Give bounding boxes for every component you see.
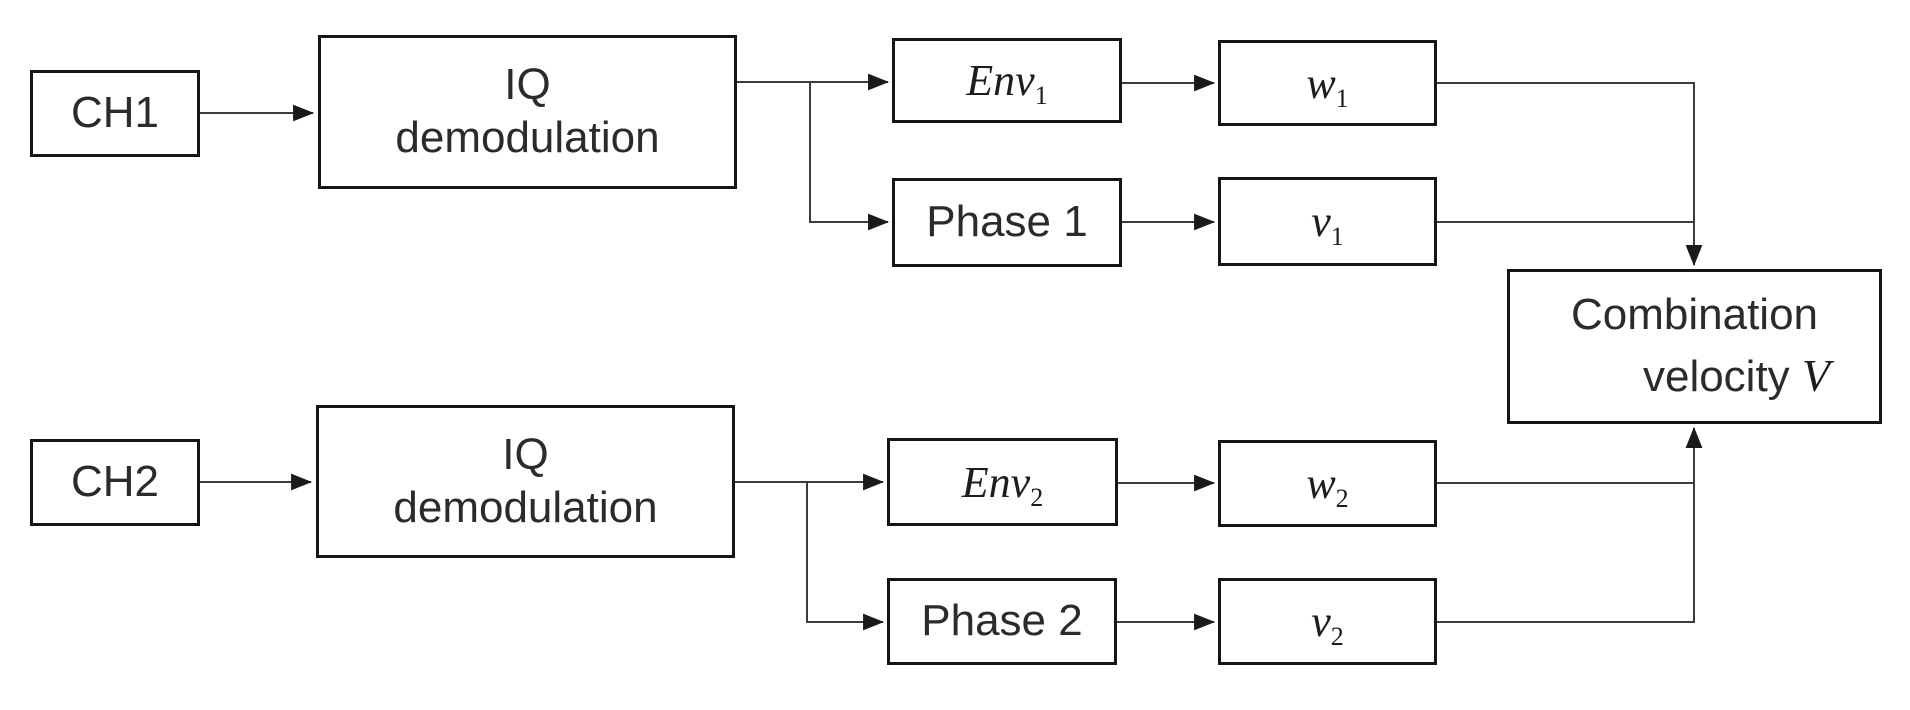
node-ch1-label: CH1 xyxy=(70,88,160,138)
wire-iq2-branch-to-phase2 xyxy=(806,482,885,631)
node-env1-label: Env1 xyxy=(966,56,1048,111)
node-phase2-label: Phase 2 xyxy=(921,596,1083,646)
node-combination-line2: velocity V xyxy=(1642,350,1831,401)
node-iq-demodulation-1: IQ demodulation xyxy=(318,35,737,189)
velocity-variable: V xyxy=(1801,350,1831,401)
node-w2: w2 xyxy=(1218,440,1437,527)
node-w1: w1 xyxy=(1218,40,1437,126)
node-phase1: Phase 1 xyxy=(892,178,1122,267)
node-combination-line1: Combination xyxy=(1570,290,1819,340)
wire-iq1-branch-to-phase1 xyxy=(809,82,890,231)
node-env2: Env2 xyxy=(887,438,1118,526)
node-ch2-label: CH2 xyxy=(70,457,160,507)
node-combination-velocity: Combination velocity V xyxy=(1507,269,1882,424)
node-phase2: Phase 2 xyxy=(887,578,1117,665)
node-phase1-label: Phase 1 xyxy=(926,197,1088,247)
node-w2-label: w2 xyxy=(1306,459,1349,514)
node-iq-demodulation-2: IQ demodulation xyxy=(316,405,735,558)
node-w1-label: w1 xyxy=(1306,58,1349,113)
wire-v2-to-combination xyxy=(1437,426,1703,623)
node-v2: v2 xyxy=(1218,578,1437,665)
node-ch1: CH1 xyxy=(30,70,200,157)
wire-w1-to-combination xyxy=(1437,82,1703,267)
node-v1: v1 xyxy=(1218,177,1437,266)
node-ch2: CH2 xyxy=(30,439,200,526)
node-env1: Env1 xyxy=(892,38,1122,123)
node-iq2-line2: demodulation xyxy=(393,482,658,532)
node-iq2-line1: IQ xyxy=(502,429,549,479)
node-v2-label: v2 xyxy=(1311,597,1344,652)
node-iq1-line1: IQ xyxy=(504,60,551,110)
node-iq1-line2: demodulation xyxy=(395,113,660,162)
node-v1-label: v1 xyxy=(1311,197,1344,252)
node-env2-label: Env2 xyxy=(961,457,1044,512)
